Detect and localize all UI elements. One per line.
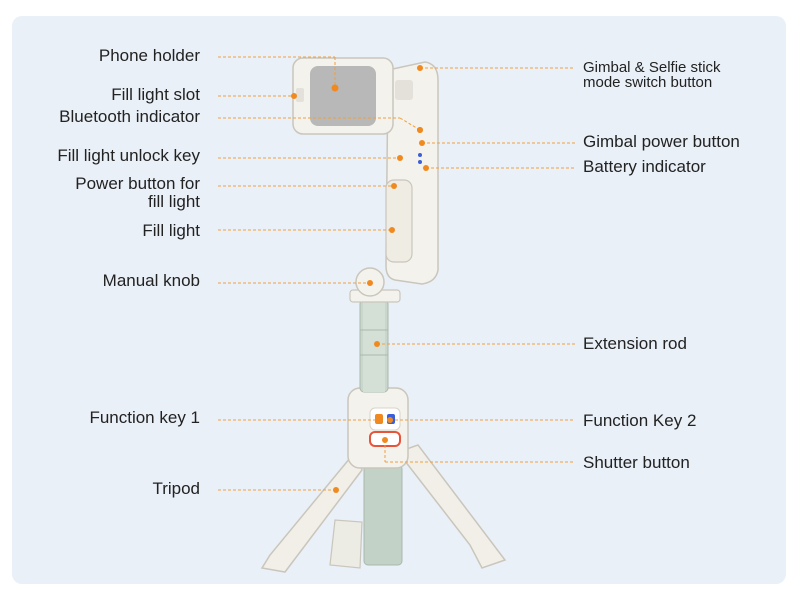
label-function-key-1: Function key 1 bbox=[89, 408, 200, 427]
phone-holder-illustration bbox=[292, 57, 394, 135]
leader-lines bbox=[218, 56, 575, 491]
label-bluetooth-indicator: Bluetooth indicator bbox=[59, 107, 200, 126]
label-fill-light-unlock-key: Fill light unlock key bbox=[57, 146, 200, 165]
label-fill-light: Fill light bbox=[142, 221, 200, 240]
label-gimbal-power-button: Gimbal power button bbox=[583, 132, 740, 151]
extension-rod-illustration bbox=[359, 299, 389, 393]
gimbal-arm-illustration bbox=[385, 61, 439, 285]
label-power-button-fill-light-line1: Power button for bbox=[75, 174, 200, 193]
label-fill-light-slot: Fill light slot bbox=[111, 85, 200, 104]
label-power-button-fill-light-line2: fill light bbox=[148, 192, 200, 211]
label-shutter-button: Shutter button bbox=[583, 453, 690, 472]
label-extension-rod: Extension rod bbox=[583, 334, 687, 353]
label-manual-knob: Manual knob bbox=[102, 271, 200, 290]
handle-illustration bbox=[347, 387, 409, 469]
label-tripod: Tripod bbox=[152, 479, 200, 498]
label-battery-indicator: Battery indicator bbox=[583, 157, 706, 176]
label-gimbal-switch-line1: Gimbal & Selfie stick bbox=[583, 59, 721, 76]
callout-dots bbox=[291, 65, 429, 493]
label-phone-holder: Phone holder bbox=[98, 46, 200, 65]
tripod-illustration bbox=[260, 444, 507, 573]
label-function-key-2: Function Key 2 bbox=[583, 411, 697, 430]
label-gimbal-switch-line2: mode switch button bbox=[583, 74, 713, 91]
